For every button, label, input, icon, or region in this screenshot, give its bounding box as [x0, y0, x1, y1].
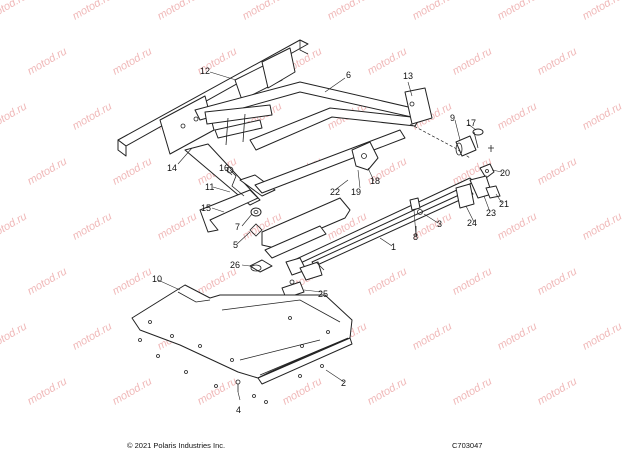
watermark-text: motod.ru [111, 375, 155, 407]
watermark-text: motod.ru [196, 375, 240, 407]
callout-6: 6 [346, 70, 351, 80]
clamp-25 [281, 257, 325, 299]
watermark-text: motod.ru [411, 0, 455, 23]
skid-plate-10 [131, 284, 353, 385]
callout-16: 16 [219, 163, 229, 173]
copyright-notice: © 2021 Polaris Industries Inc. [127, 441, 226, 450]
watermark-text: motod.ru [496, 320, 540, 352]
watermark-text: motod.ru [26, 265, 70, 297]
watermark-text: motod.ru [536, 265, 580, 297]
watermark-text: motod.ru [0, 100, 29, 132]
watermark-text: motod.ru [26, 45, 70, 77]
watermark-text: motod.ru [71, 210, 115, 242]
watermark-text: motod.ru [0, 210, 29, 242]
watermark-text: motod.ru [0, 0, 29, 23]
loose-fasteners [138, 338, 324, 404]
right-hardware [409, 123, 501, 236]
callout-23: 23 [486, 208, 496, 218]
callout-8: 8 [413, 232, 418, 242]
watermark-text: motod.ru [536, 375, 580, 407]
watermark-text: motod.ru [496, 0, 540, 23]
watermark-text: motod.ru [156, 0, 200, 23]
callout-18: 18 [370, 176, 380, 186]
callout-2: 2 [341, 378, 346, 388]
watermark-text: motod.ru [451, 375, 495, 407]
watermark-text: motod.ru [26, 155, 70, 187]
watermark-text: motod.ru [536, 45, 580, 77]
callout-22: 22 [330, 187, 340, 197]
callout-10: 10 [152, 274, 162, 284]
watermark-text: motod.ru [0, 320, 29, 352]
callout-19: 19 [351, 187, 361, 197]
watermark-text: motod.ru [411, 320, 455, 352]
callout-11: 11 [205, 182, 214, 192]
watermark-text: motod.ru [536, 155, 580, 187]
callouts: 12 6 13 14 16 11 15 7 5 26 22 19 18 9 17… [152, 66, 510, 415]
watermark-text: motod.ru [71, 0, 115, 23]
watermark-text: motod.ru [111, 45, 155, 77]
callout-3: 3 [437, 219, 442, 229]
watermark-text: motod.ru [581, 320, 625, 352]
watermark-text: motod.ru [581, 0, 625, 23]
callout-25: 25 [318, 289, 328, 299]
drawing-number: C703047 [452, 441, 483, 450]
mid-plate [261, 197, 351, 259]
watermark-text: motod.ru [196, 265, 240, 297]
callout-24: 24 [467, 218, 477, 228]
watermark-text: motod.ru [281, 375, 325, 407]
watermark-text: motod.ru [451, 265, 495, 297]
watermark-text: motod.ru [71, 320, 115, 352]
watermark-text: motod.ru [366, 375, 410, 407]
callout-4: 4 [236, 405, 241, 415]
callout-26: 26 [230, 260, 240, 270]
watermark-text: motod.ru [241, 0, 285, 23]
callout-21: 21 [499, 199, 509, 209]
watermark-text: motod.ru [581, 100, 625, 132]
bushing-26 [249, 259, 273, 273]
watermark-text: motod.ru [111, 155, 155, 187]
callout-14: 14 [167, 163, 177, 173]
callout-9: 9 [450, 113, 455, 123]
leader-lines [157, 71, 503, 401]
fasteners-5-7 [249, 207, 263, 237]
watermark-text: motod.ru [496, 210, 540, 242]
watermark-text: motod.ru [451, 45, 495, 77]
watermark-text: motod.ru [111, 265, 155, 297]
watermark-text: motod.ru [496, 100, 540, 132]
watermark-text: motod.ru [326, 0, 370, 23]
callout-12: 12 [200, 66, 210, 76]
watermark-text: motod.ru [26, 375, 70, 407]
callout-5: 5 [233, 240, 238, 250]
callout-1: 1 [391, 242, 396, 252]
watermark-text: motod.ru [71, 100, 115, 132]
callout-15: 15 [201, 203, 211, 213]
watermark-text: motod.ru [581, 210, 625, 242]
frame-assembly [117, 39, 433, 233]
watermark-text: motod.ru [366, 265, 410, 297]
watermark-text: motod.ru [156, 210, 200, 242]
callout-20: 20 [500, 168, 510, 178]
callout-7: 7 [235, 222, 240, 232]
callout-17: 17 [466, 118, 476, 128]
callout-13: 13 [403, 71, 413, 81]
